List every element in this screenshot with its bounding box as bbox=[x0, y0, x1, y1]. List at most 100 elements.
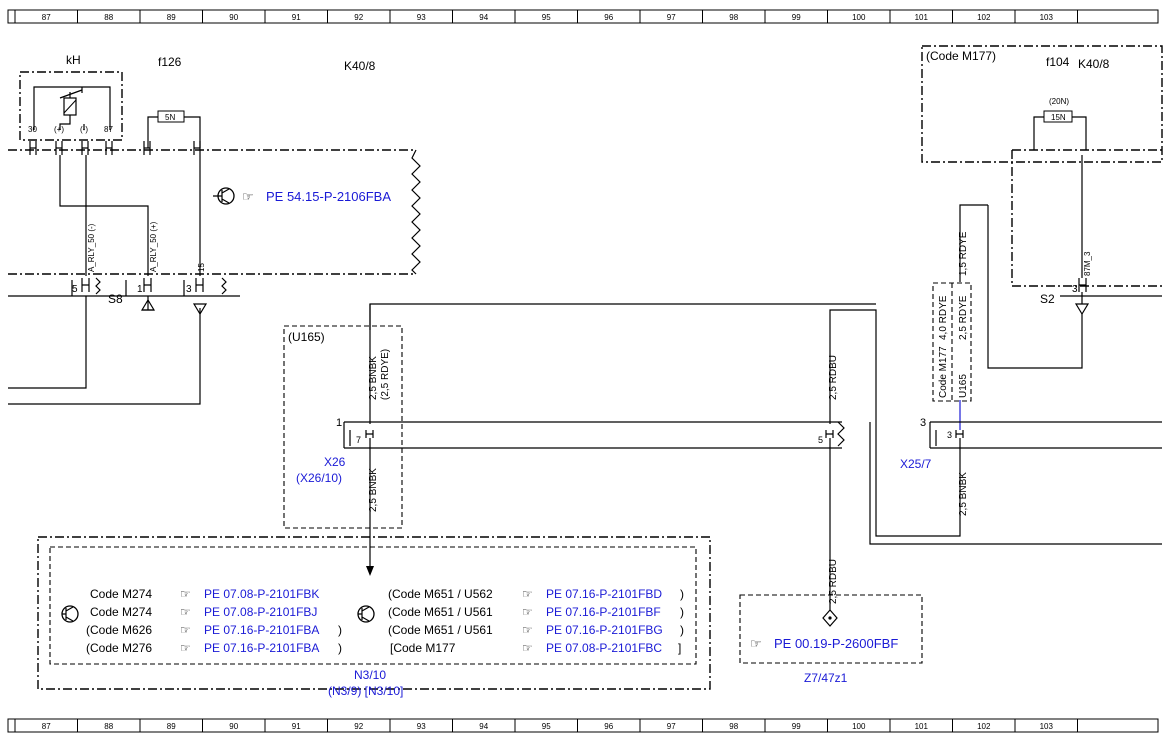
n3-row-3-close: ) bbox=[338, 623, 342, 637]
ruler-cell-label: 87 bbox=[42, 722, 51, 731]
ruler-cell-label: 99 bbox=[792, 722, 801, 731]
ruler-cell-label: 91 bbox=[292, 13, 301, 22]
n3-row-r4-code: [Code M177 bbox=[390, 641, 456, 655]
x26-label[interactable]: X26 bbox=[324, 455, 346, 469]
u165-wire-top-a: 2,5 BNBK bbox=[368, 356, 379, 400]
left-module-ref-link[interactable]: PE 54.15-P-2106FBA bbox=[266, 189, 391, 204]
k40-right-label: K40/8 bbox=[1078, 57, 1110, 71]
n3-row-4-code: (Code M276 bbox=[86, 641, 152, 655]
ruler-cell-label: 103 bbox=[1040, 722, 1054, 731]
fuse-15n-label: 15N bbox=[1051, 113, 1066, 122]
x26-pin-5: 5 bbox=[818, 435, 823, 445]
right-module-boundary bbox=[1011, 149, 1162, 287]
z7-47z1: ☞ PE 00.19-P-2600FBF Z7/47z1 bbox=[739, 594, 923, 685]
left-wires bbox=[8, 155, 240, 405]
ruler-cell-label: 88 bbox=[104, 722, 113, 731]
fuse-f126-label: f126 bbox=[158, 55, 182, 69]
relay-pin-plus: (+) bbox=[54, 125, 64, 134]
ruler-cell-label: 96 bbox=[604, 722, 613, 731]
ruler-cell-label: 93 bbox=[417, 722, 426, 731]
n3-10-module: Code M274 ☞ PE 07.08-P-2101FBK Code M274… bbox=[37, 536, 711, 698]
pointing-hand-icon: ☞ bbox=[180, 587, 191, 601]
n3-alt-label[interactable]: (N3/9) [N3/10] bbox=[328, 684, 403, 698]
u165-wire-bottom: 2,5 BNBK bbox=[368, 468, 379, 512]
left-pin-5: 5 bbox=[72, 284, 78, 295]
n3-row-4-link[interactable]: PE 07.16-P-2101FBA bbox=[204, 641, 319, 655]
right-pin-3: 3 bbox=[1072, 284, 1078, 295]
ruler-cell-label: 96 bbox=[604, 13, 613, 22]
ruler-cell-label: 94 bbox=[479, 13, 488, 22]
rdbu-wire-top: 2,5 RDBU bbox=[828, 355, 839, 400]
n3-row-3-link[interactable]: PE 07.16-P-2101FBA bbox=[204, 623, 319, 637]
ruler-cell-label: 101 bbox=[915, 13, 929, 22]
connector-x26: 1 7 5 X26 (X26/10) bbox=[296, 417, 845, 485]
n3-row-r3-link[interactable]: PE 07.16-P-2101FBG bbox=[546, 623, 663, 637]
left-module-ref: ☞ PE 54.15-P-2106FBA bbox=[213, 187, 391, 205]
n3-row-r1-link[interactable]: PE 07.16-P-2101FBD bbox=[546, 587, 662, 601]
code-m177-box-label: (Code M177) bbox=[926, 49, 996, 63]
x25-wire-bottom: 2,5 BNBK bbox=[958, 472, 969, 516]
k40-left-label: K40/8 bbox=[344, 59, 376, 73]
pointing-hand-icon: ☞ bbox=[242, 189, 254, 204]
u165-box: (U165) 2,5 BNBK (2,5 RDYE) 2,5 BNBK bbox=[283, 325, 403, 529]
z7-ref-link[interactable]: PE 00.19-P-2600FBF bbox=[774, 636, 898, 651]
pointing-hand-icon: ☞ bbox=[180, 605, 191, 619]
wire-1-5-rdye: 1,5 RDYE bbox=[958, 231, 969, 276]
ruler-cell-label: 92 bbox=[354, 722, 363, 731]
pointing-hand-icon: ☞ bbox=[180, 623, 191, 637]
right-module-wires bbox=[1060, 155, 1162, 316]
variant-w2: 2,5 RDYE bbox=[958, 295, 969, 340]
ruler-cell-label: 102 bbox=[977, 722, 991, 731]
n3-row-2-code: Code M274 bbox=[90, 605, 152, 619]
pointing-hand-icon: ☞ bbox=[180, 641, 191, 655]
ruler-cell-label: 100 bbox=[852, 13, 866, 22]
ruler-cell-label: 94 bbox=[479, 722, 488, 731]
relay-kh: kH 30 (+) (-) 87 bbox=[19, 53, 123, 141]
u165-wire-top-b: (2,5 RDYE) bbox=[380, 349, 391, 400]
n3-row-r2-close: ) bbox=[680, 605, 684, 619]
x25-label[interactable]: X25/7 bbox=[900, 457, 932, 471]
ruler-cell-label: 103 bbox=[1040, 13, 1054, 22]
pin-label-87m3: 87M_3 bbox=[1083, 251, 1092, 276]
fuse-20n-label: (20N) bbox=[1049, 97, 1069, 106]
code-variant-box: 4,0 RDYE 2,5 RDYE Code M177 U165 bbox=[932, 282, 972, 402]
n3-row-1-link[interactable]: PE 07.08-P-2101FBK bbox=[204, 587, 319, 601]
n3-row-3-code: (Code M626 bbox=[86, 623, 152, 637]
ruler-cell-label: 91 bbox=[292, 722, 301, 731]
rdbu-wire-bottom: 2,5 RDBU bbox=[828, 559, 839, 604]
n3-row-2-link[interactable]: PE 07.08-P-2101FBJ bbox=[204, 605, 317, 619]
left-module-boundary bbox=[8, 149, 421, 275]
left-connector-pins bbox=[71, 278, 204, 296]
n3-row-r1-close: ) bbox=[680, 587, 684, 601]
ruler-cell-label: 90 bbox=[229, 722, 238, 731]
code-m177-box: (Code M177) f104 K40/8 (20N) 15N bbox=[921, 45, 1163, 163]
ruler-cell-label: 97 bbox=[667, 13, 676, 22]
pin-label-15: 15 bbox=[197, 263, 206, 272]
n3-row-4-close: ) bbox=[338, 641, 342, 655]
z7-label[interactable]: Z7/47z1 bbox=[804, 671, 848, 685]
x25-num: 3 bbox=[920, 417, 926, 429]
ruler-cell-label: 100 bbox=[852, 722, 866, 731]
ruler-cell-label: 99 bbox=[792, 13, 801, 22]
connector-x25-7: 3 3 X25/7 2,5 BNBK bbox=[829, 309, 1162, 537]
n3-row-r2-link[interactable]: PE 07.16-P-2101FBF bbox=[546, 605, 661, 619]
ruler-cell-label: 88 bbox=[104, 13, 113, 22]
variant-u165: U165 bbox=[958, 374, 969, 398]
ruler-cell-label: 97 bbox=[667, 722, 676, 731]
n3-label[interactable]: N3/10 bbox=[354, 668, 386, 682]
x26-alt-label[interactable]: (X26/10) bbox=[296, 471, 342, 485]
n3-row-r1-code: (Code M651 / U562 bbox=[388, 587, 493, 601]
pin-label-a-rly-plus: A_RLY_50 (+) bbox=[149, 221, 158, 272]
pointing-hand-icon: ☞ bbox=[522, 587, 533, 601]
ruler-cell-label: 101 bbox=[915, 722, 929, 731]
n3-row-r3-code: (Code M651 / U561 bbox=[388, 623, 493, 637]
ruler-cell-label: 98 bbox=[729, 13, 738, 22]
ruler-cell-label: 102 bbox=[977, 13, 991, 22]
x26-num: 1 bbox=[336, 417, 342, 429]
n3-row-1-code: Code M274 bbox=[90, 587, 152, 601]
n3-transistor-left bbox=[61, 605, 79, 623]
n3-row-r4-link[interactable]: PE 07.08-P-2101FBC bbox=[546, 641, 662, 655]
